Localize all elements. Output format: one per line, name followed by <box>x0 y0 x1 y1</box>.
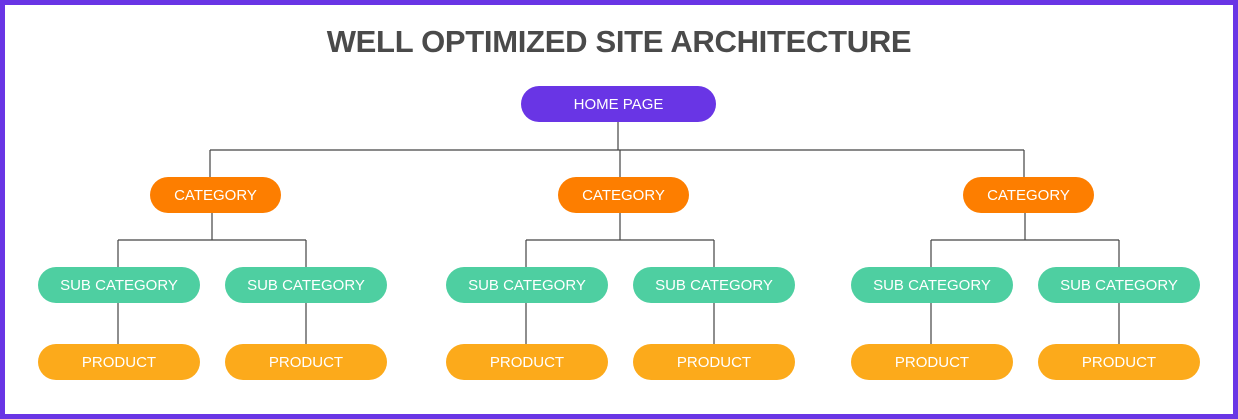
product-node: PRODUCT <box>851 344 1013 380</box>
diagram-title: WELL OPTIMIZED SITE ARCHITECTURE <box>326 24 912 59</box>
home-page-node: HOME PAGE <box>521 86 716 122</box>
home-connector <box>209 122 1025 177</box>
sub-category-node: SUB CATEGORY <box>38 267 200 303</box>
sub-category-node: SUB CATEGORY <box>851 267 1013 303</box>
product-node: PRODUCT <box>633 344 795 380</box>
sub-category-node: SUB CATEGORY <box>1038 267 1200 303</box>
category-3-connector <box>930 213 1120 344</box>
sub-category-node: SUB CATEGORY <box>633 267 795 303</box>
category-2-connector <box>525 213 715 344</box>
category-1-connector <box>117 213 307 344</box>
category-node: CATEGORY <box>150 177 281 213</box>
category-node: CATEGORY <box>558 177 689 213</box>
sub-category-node: SUB CATEGORY <box>225 267 387 303</box>
category-node: CATEGORY <box>963 177 1094 213</box>
sub-category-node: SUB CATEGORY <box>446 267 608 303</box>
product-node: PRODUCT <box>38 344 200 380</box>
product-node: PRODUCT <box>225 344 387 380</box>
product-node: PRODUCT <box>1038 344 1200 380</box>
product-node: PRODUCT <box>446 344 608 380</box>
